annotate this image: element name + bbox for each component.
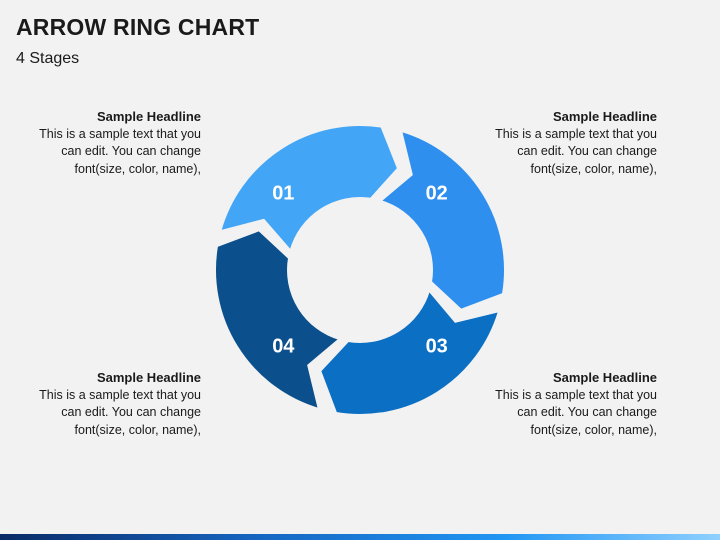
body-line: font(size, color, name), (530, 422, 657, 437)
body-line: font(size, color, name), (530, 161, 657, 176)
page-subtitle: 4 Stages (16, 50, 80, 67)
body-line: can edit. You can change (61, 144, 201, 158)
headline: Sample Headline (96, 109, 201, 124)
body-line: can edit. You can change (517, 144, 657, 158)
ring-segment-01 (218, 124, 400, 253)
footer-gradient-bar (0, 534, 720, 540)
ring-segment-02 (378, 129, 506, 311)
ring-segment-03 (319, 288, 501, 416)
text-block-top-left: Sample Headline This is a sample text th… (0, 108, 201, 178)
body-line: font(size, color, name), (74, 161, 201, 176)
body-line: can edit. You can change (517, 405, 657, 419)
ring-segment-04 (214, 229, 342, 411)
text-block-bottom-right: Sample Headline This is a sample text th… (447, 369, 657, 439)
stage-label-02: 02 (426, 182, 448, 204)
stage-label-01: 01 (272, 182, 294, 204)
body-line: This is a sample text that you (39, 126, 201, 141)
headline: Sample Headline (552, 370, 657, 385)
body-line: This is a sample text that you (495, 126, 657, 141)
arrow-ring-chart: 01 02 03 04 (214, 124, 506, 416)
headline: Sample Headline (96, 370, 201, 385)
text-block-top-right: Sample Headline This is a sample text th… (447, 108, 657, 178)
stage-label-03: 03 (426, 336, 448, 358)
body-line: font(size, color, name), (74, 422, 201, 437)
stage-label-04: 04 (272, 336, 295, 358)
text-block-bottom-left: Sample Headline This is a sample text th… (0, 369, 201, 439)
body-line: can edit. You can change (61, 405, 201, 419)
page-title: ARROW RING CHART (16, 14, 260, 40)
body-line: This is a sample text that you (39, 387, 201, 402)
body-line: This is a sample text that you (495, 387, 657, 402)
headline: Sample Headline (552, 109, 657, 124)
